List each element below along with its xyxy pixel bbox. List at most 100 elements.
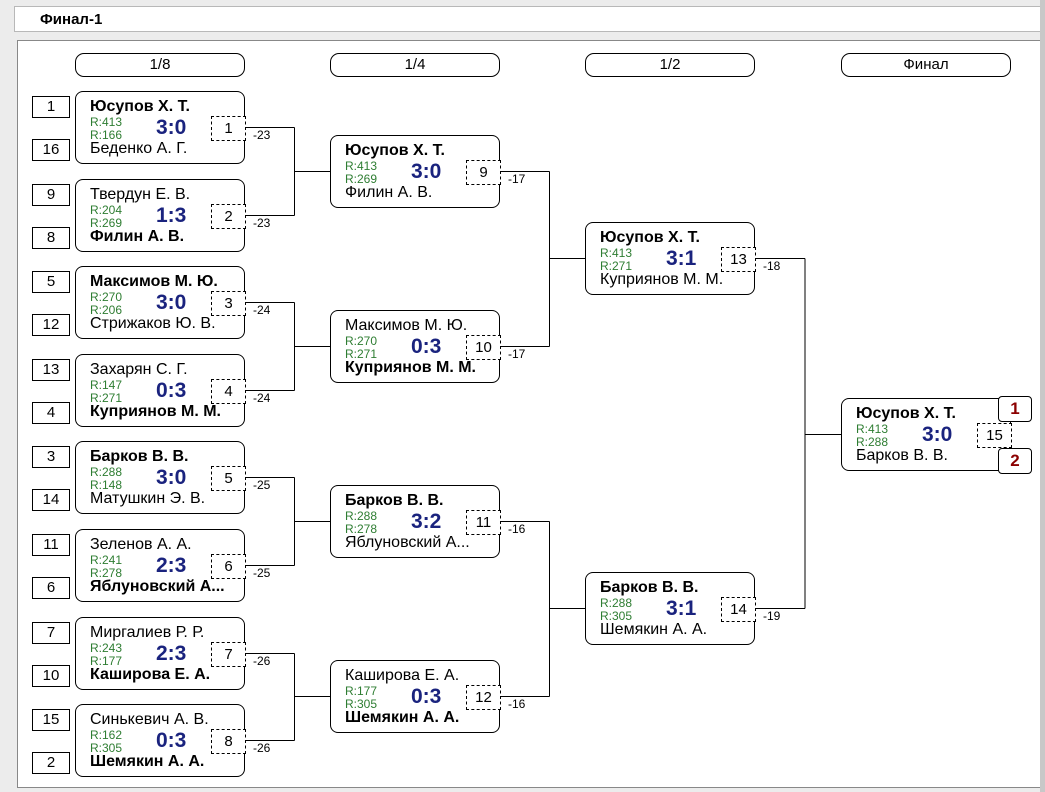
rating-top: R:270 (90, 290, 123, 304)
seed-box: 1 (32, 96, 70, 118)
player-top: Твердун Е. В. (90, 186, 191, 203)
match-tag: -19 (763, 609, 781, 623)
player-bottom: Каширова Е. А. (90, 666, 211, 683)
place-badge-1: 1 (998, 396, 1032, 422)
seed-box: 16 (32, 139, 70, 161)
player-top: Юсупов Х. Т. (600, 229, 700, 246)
rating-bottom: R:148 (90, 478, 123, 492)
player-bottom: Барков В. В. (856, 447, 948, 464)
match-score: 3:1 (666, 597, 697, 620)
window-title: Финал-1 (40, 11, 103, 28)
rating-bottom: R:305 (600, 609, 633, 623)
rating-top: R:204 (90, 203, 123, 217)
player-top: Юсупов Х. Т. (345, 142, 445, 159)
match-number: 2 (211, 204, 246, 229)
match-score: 3:0 (156, 116, 187, 139)
match-tag: -24 (253, 303, 271, 317)
rating-bottom: R:278 (90, 566, 123, 580)
player-top: Юсупов Х. Т. (856, 405, 956, 422)
match-tag: -16 (508, 697, 526, 711)
player-top: Юсупов Х. Т. (90, 98, 190, 115)
player-top: Барков В. В. (90, 448, 189, 465)
match-score: 3:0 (156, 291, 187, 314)
place-badge-2: 2 (998, 448, 1032, 474)
seed-box: 10 (32, 665, 70, 687)
rating-top: R:413 (345, 159, 378, 173)
seed-box: 11 (32, 534, 70, 556)
rating-bottom: R:271 (90, 391, 123, 405)
player-bottom: Шемякин А. А. (90, 753, 205, 770)
seed-box: 6 (32, 577, 70, 599)
seed-box: 2 (32, 752, 70, 774)
match-number: 9 (466, 160, 501, 185)
player-top: Барков В. В. (345, 492, 444, 509)
player-top: Синькевич А. В. (90, 711, 209, 728)
round-header-1: 1/8 (75, 53, 245, 77)
match-number: 12 (466, 685, 501, 710)
seed-box: 4 (32, 402, 70, 424)
match-score: 0:3 (411, 685, 442, 708)
seed-box: 3 (32, 446, 70, 468)
match-score: 0:3 (411, 335, 442, 358)
match-tag: -17 (508, 172, 526, 186)
player-top: Максимов М. Ю. (345, 317, 468, 334)
round-header-3: 1/2 (585, 53, 755, 77)
player-bottom: Филин А. В. (90, 228, 185, 245)
rating-top: R:413 (90, 115, 123, 129)
rating-top: R:288 (90, 465, 123, 479)
player-bottom: Филин А. В. (345, 184, 433, 201)
rating-top: R:270 (345, 334, 378, 348)
rating-top: R:177 (345, 684, 378, 698)
match-tag: -23 (253, 128, 271, 142)
match-score: 3:0 (411, 160, 442, 183)
seed-box: 5 (32, 271, 70, 293)
rating-bottom: R:278 (345, 522, 378, 536)
match-tag: -25 (253, 566, 271, 580)
rating-bottom: R:305 (90, 741, 123, 755)
player-top: Барков В. В. (600, 579, 699, 596)
match-number: 3 (211, 291, 246, 316)
player-bottom: Беденко А. Г. (90, 140, 188, 157)
match-score: 3:0 (156, 466, 187, 489)
match-number: 15 (977, 423, 1012, 448)
round-header-2: 1/4 (330, 53, 500, 77)
rating-bottom: R:177 (90, 654, 123, 668)
scrollbar[interactable] (1040, 0, 1045, 792)
rating-top: R:241 (90, 553, 123, 567)
rating-bottom: R:269 (345, 172, 378, 186)
player-bottom: Куприянов М. М. (600, 271, 724, 288)
rating-top: R:288 (600, 596, 633, 610)
rating-top: R:162 (90, 728, 123, 742)
match-number: 13 (721, 247, 756, 272)
seed-box: 13 (32, 359, 70, 381)
match-tag: -23 (253, 216, 271, 230)
player-top: Зеленов А. А. (90, 536, 192, 553)
match-score: 3:2 (411, 510, 442, 533)
match-tag: -24 (253, 391, 271, 405)
match-tag: -26 (253, 654, 271, 668)
player-bottom: Шемякин А. А. (345, 709, 460, 726)
match-score: 0:3 (156, 729, 187, 752)
match-score: 0:3 (156, 379, 187, 402)
match-score: 3:0 (922, 423, 953, 446)
seed-box: 9 (32, 184, 70, 206)
match-score: 2:3 (156, 554, 187, 577)
match-number: 14 (721, 597, 756, 622)
seed-box: 14 (32, 489, 70, 511)
match-tag: -25 (253, 478, 271, 492)
